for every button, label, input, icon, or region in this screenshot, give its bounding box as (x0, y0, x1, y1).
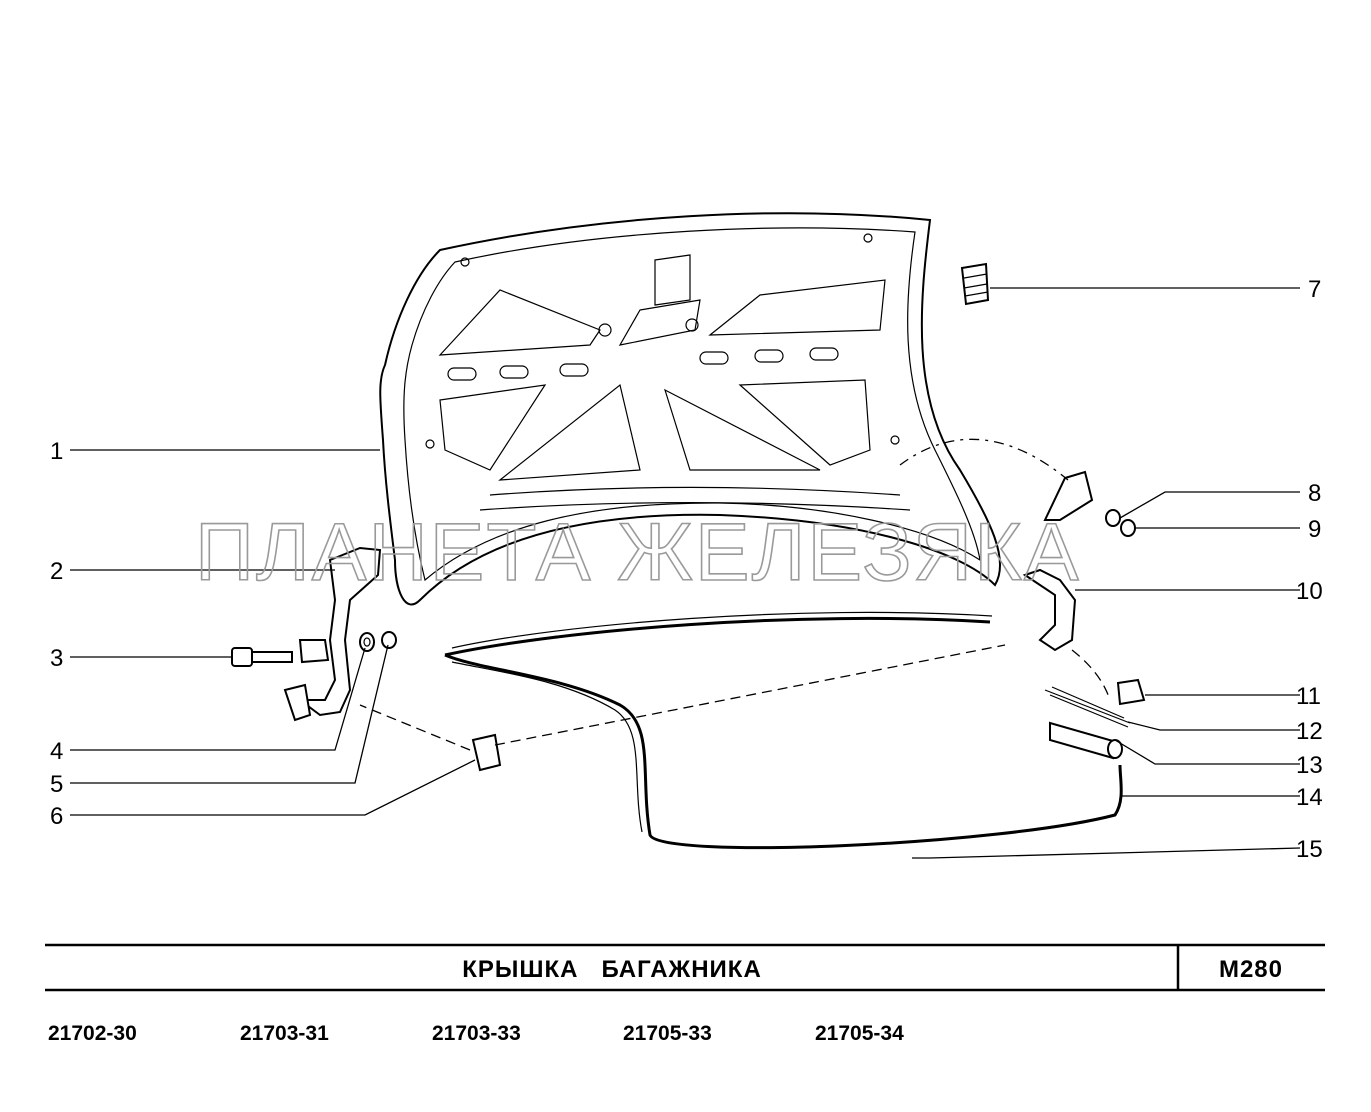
callout-7: 7 (1308, 276, 1321, 303)
callout-10: 10 (1296, 578, 1323, 605)
callout-14: 14 (1296, 784, 1323, 811)
model-code: 21705-34 (815, 1022, 904, 1045)
washer (359, 632, 375, 652)
callout-13: 13 (1296, 752, 1323, 779)
bump-stop (960, 262, 990, 306)
arrow-to-left-hinge (359, 704, 471, 751)
diagram-title: КРЫШКА БАГАЖНИКА (462, 956, 762, 983)
callout-numbers: 1 2 3 4 5 6 7 8 9 10 11 12 13 14 15 (50, 276, 1323, 863)
rubber-buffer (1116, 678, 1146, 706)
model-code: 21703-33 (432, 1022, 521, 1045)
hinge-washer (1105, 509, 1121, 527)
title-block: КРЫШКА БАГАЖНИКА M280 (45, 943, 1325, 992)
sleeve (1049, 721, 1123, 760)
trunk-lid (379, 212, 1002, 606)
callout-15: 15 (1296, 836, 1323, 863)
callout-5: 5 (50, 771, 63, 798)
page-code: M280 (1219, 956, 1283, 983)
leader-lines (70, 287, 1301, 859)
model-code: 21705-33 (623, 1022, 712, 1045)
callout-6: 6 (50, 803, 63, 830)
callout-12: 12 (1296, 718, 1323, 745)
callout-9: 9 (1308, 516, 1321, 543)
spring-arc (1071, 649, 1111, 701)
callout-11: 11 (1296, 683, 1321, 710)
left-hinge (283, 546, 382, 722)
hinge-nut (1120, 519, 1136, 537)
right-hinge (1022, 470, 1094, 652)
watermark: ПЛАНЕТА ЖЕЛЕЗЯКА (195, 507, 1081, 598)
callout-2: 2 (50, 558, 63, 585)
callout-8: 8 (1308, 480, 1321, 507)
callout-1: 1 (50, 438, 63, 465)
model-code: 21702-30 (48, 1022, 137, 1045)
trunk-seal (444, 611, 1123, 850)
model-codes: 21702-30 21703-31 21703-33 21705-33 2170… (48, 1022, 904, 1045)
clip (471, 733, 502, 772)
bolt (231, 647, 293, 667)
hinge-mount-line (899, 438, 1069, 481)
callout-3: 3 (50, 645, 63, 672)
spring (1044, 686, 1131, 728)
model-code: 21703-31 (240, 1022, 329, 1045)
arrow-to-right-hinge (494, 644, 1006, 746)
nut (381, 631, 397, 649)
callout-4: 4 (50, 738, 63, 765)
